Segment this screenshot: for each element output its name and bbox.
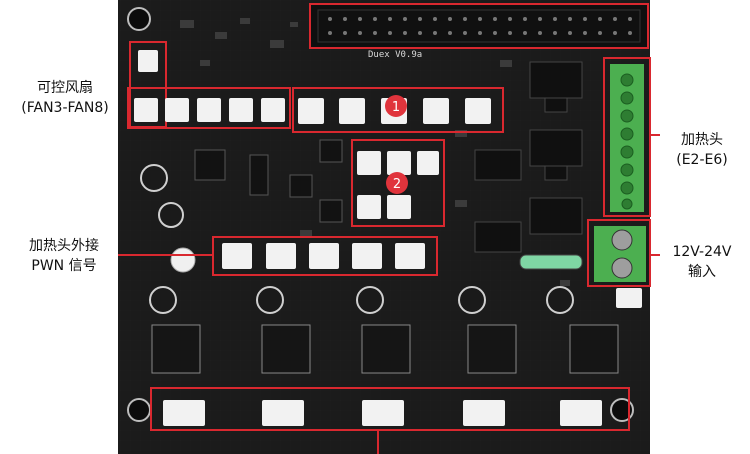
power-input-title: 输入 — [688, 264, 716, 280]
marker-2: 2 — [386, 172, 408, 194]
mosfets — [474, 61, 583, 253]
fan-connectors — [127, 87, 291, 129]
heater-terminal-block — [603, 57, 651, 217]
power-input-voltage: 12V-24V — [672, 244, 732, 260]
power-terminal — [587, 219, 651, 287]
marker-1-text: 1 — [392, 100, 400, 115]
capacitors — [140, 164, 574, 314]
fan-control-title: 可控风扇 — [37, 80, 93, 96]
heater-pwm-subtitle: PWN 信号 — [31, 258, 97, 274]
fan-control-label: 可控风扇 (FAN3-FAN8) — [10, 78, 120, 118]
heater-outputs-range: (E2-E6) — [676, 152, 728, 168]
thermistor-connectors — [351, 139, 445, 227]
mounting-hole — [127, 7, 151, 31]
fuse — [519, 254, 642, 308]
mounting-hole — [610, 398, 634, 422]
ic-chips — [194, 139, 343, 223]
marker-2-text: 2 — [393, 177, 401, 192]
motor-connectors — [150, 387, 630, 454]
heater-pwm-label: 加热头外接 PWN 信号 — [12, 236, 116, 276]
stepper-driver-chips — [151, 324, 619, 374]
fan-control-range: (FAN3-FAN8) — [21, 100, 109, 116]
ribbon-header — [309, 3, 649, 49]
marker-1: 1 — [385, 95, 407, 117]
power-input-label: 12V-24V 输入 — [658, 242, 746, 282]
heater-outputs-title: 加热头 — [681, 132, 723, 148]
board-title: Duex V0.9a — [368, 50, 423, 60]
mounting-hole — [127, 398, 151, 422]
heater-outputs-label: 加热头 (E2-E6) — [658, 130, 746, 170]
heater-pwm-title: 加热头外接 — [29, 238, 99, 254]
